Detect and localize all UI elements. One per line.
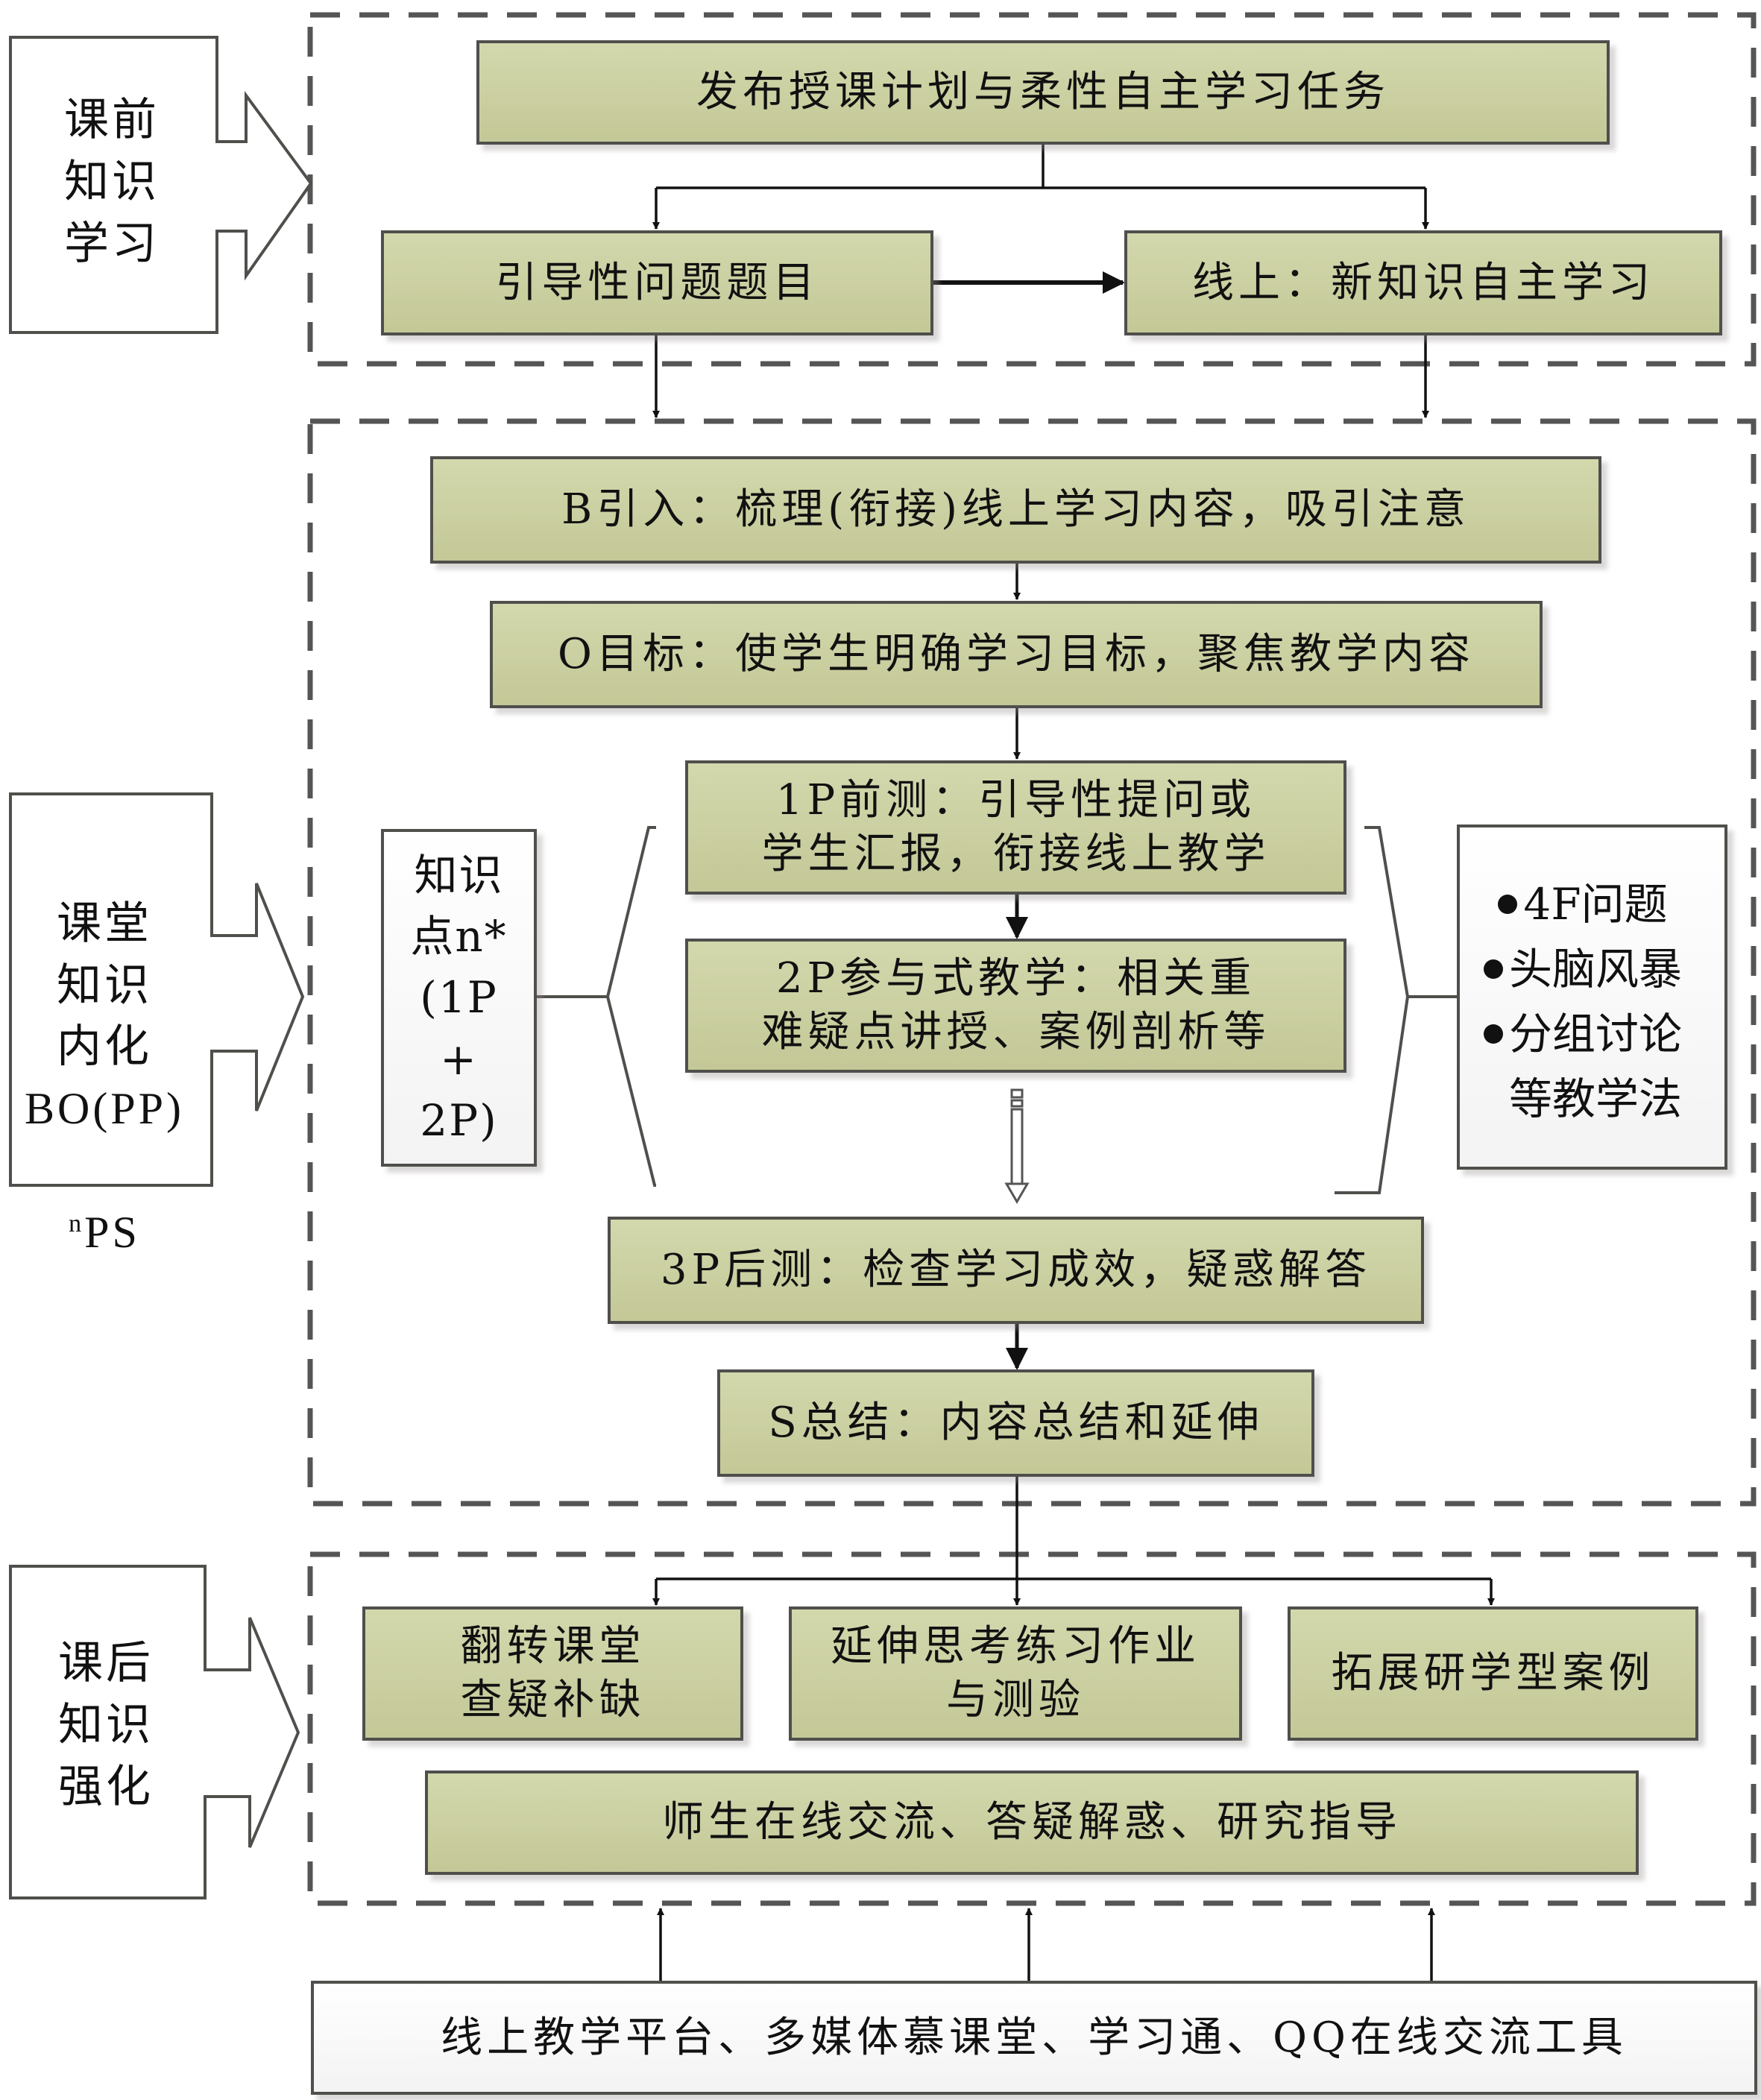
pre-class-stage-arrow-shape — [9, 36, 313, 334]
pre-class-stage-label: 课前 知识 学习 — [64, 94, 160, 270]
objective-node: O目标：使学生明确学习目标，聚焦教学内容 — [490, 601, 1543, 708]
teaching-methods-list: 4F问题 头脑风暴 分组讨论 等教学法 — [1484, 872, 1682, 1132]
bullet-icon — [1484, 959, 1503, 979]
bullet-icon — [1498, 894, 1518, 914]
online-exchange-text: 师生在线交流、答疑解惑、研究指导 — [662, 1798, 1402, 1847]
method-item: 分组讨论 — [1484, 1002, 1682, 1067]
in-class-stage-label: 课堂 知识 内化 BO(PP) nPS — [15, 831, 194, 1264]
summary-node: S总结：内容总结和延伸 — [717, 1369, 1314, 1477]
homework-text: 延伸思考练习作业 与测验 — [831, 1622, 1200, 1724]
publish-plan-node: 发布授课计划与柔性自主学习任务 — [476, 40, 1610, 145]
method-item: 头脑风暴 — [1484, 937, 1682, 1002]
post-class-split-connector — [652, 1477, 1495, 1606]
pre-assessment-text: 1P前测：引导性提问或 学生汇报，衔接线上教学 — [761, 776, 1270, 878]
online-self-study-node: 线上：新知识自主学习 — [1124, 230, 1722, 335]
knowledge-points-text: 知识 点n* (1P + 2P) — [410, 849, 508, 1147]
platform-up-arrows — [657, 1908, 1435, 1981]
summary-text: S总结：内容总结和延伸 — [768, 1399, 1264, 1448]
bridge-in-text: B引入：梳理(衔接)线上学习内容，吸引注意 — [561, 485, 1470, 535]
in-class-group-frame — [307, 418, 1757, 1507]
left-bracket — [537, 826, 656, 1187]
participatory-learning-text: 2P参与式教学：相关重 难疑点讲授、案例剖析等 — [761, 954, 1270, 1056]
in-class-stage-label-sup: n — [69, 1209, 85, 1237]
in-class-stage-label-tail: PS — [84, 1207, 140, 1257]
post-assessment-text: 3P后测：检查学习成效，疑惑解答 — [660, 1246, 1372, 1295]
pre-assessment-node: 1P前测：引导性提问或 学生汇报，衔接线上教学 — [685, 760, 1346, 895]
objective-text: O目标：使学生明确学习目标，聚焦教学内容 — [558, 630, 1475, 679]
research-cases-text: 拓展研学型案例 — [1331, 1649, 1655, 1698]
method-item-tail: 等教学法 — [1509, 1073, 1683, 1124]
research-cases-node: 拓展研学型案例 — [1288, 1606, 1698, 1741]
right-bracket — [1335, 826, 1457, 1194]
post-class-group-frame — [307, 1551, 1757, 1906]
repeat-hollow-arrow — [1004, 1088, 1030, 1204]
platforms-text: 线上教学平台、多媒体慕课堂、学习通、QQ在线交流工具 — [441, 2013, 1628, 2062]
platforms-node: 线上教学平台、多媒体慕课堂、学习通、QQ在线交流工具 — [311, 1981, 1757, 2095]
online-self-study-text: 线上：新知识自主学习 — [1192, 258, 1654, 307]
bridge-in-node: B引入：梳理(衔接)线上学习内容，吸引注意 — [430, 456, 1601, 564]
pre-class-group-frame — [307, 12, 1757, 367]
bullet-icon — [1484, 1024, 1503, 1044]
knowledge-points-node: 知识 点n* (1P + 2P) — [381, 829, 537, 1167]
in-class-stage-arrow-shape — [9, 792, 305, 1187]
homework-node: 延伸思考练习作业 与测验 — [789, 1606, 1242, 1741]
guiding-questions-node: 引导性问题题目 — [381, 230, 933, 335]
flipped-classroom-node: 翻转课堂 查疑补缺 — [362, 1606, 743, 1741]
post-class-stage-arrow-shape — [9, 1565, 300, 1899]
participatory-learning-node: 2P参与式教学：相关重 难疑点讲授、案例剖析等 — [685, 939, 1346, 1073]
post-class-stage-label: 课后 知识 强化 — [58, 1637, 154, 1813]
method-item: 4F问题 — [1484, 872, 1682, 937]
publish-plan-text: 发布授课计划与柔性自主学习任务 — [696, 68, 1390, 117]
online-exchange-node: 师生在线交流、答疑解惑、研究指导 — [425, 1771, 1639, 1875]
in-class-stage-label-main: 课堂 知识 内化 BO(PP) — [24, 898, 185, 1134]
post-assessment-node: 3P后测：检查学习成效，疑惑解答 — [608, 1217, 1424, 1324]
guiding-questions-text: 引导性问题题目 — [495, 258, 819, 307]
teaching-methods-node: 4F问题 头脑风暴 分组讨论 等教学法 — [1457, 824, 1727, 1170]
flipped-classroom-text: 翻转课堂 查疑补缺 — [460, 1622, 646, 1724]
pre-class-split-connector — [652, 145, 1429, 230]
